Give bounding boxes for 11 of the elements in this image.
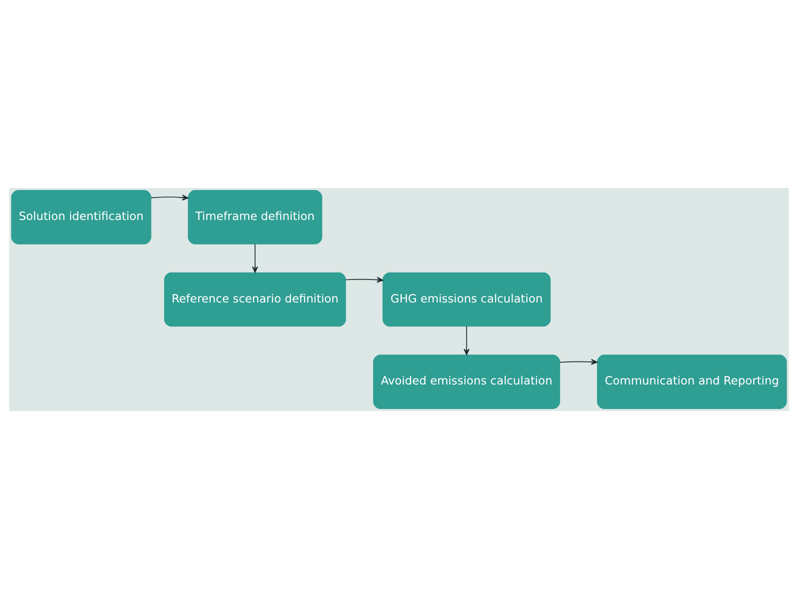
arrow bbox=[558, 358, 597, 364]
arrow bbox=[463, 326, 470, 355]
arrow bbox=[344, 276, 383, 282]
node-box: Communication and Reporting bbox=[596, 354, 786, 408]
node-box: Solution identification bbox=[10, 190, 151, 244]
node-box: Avoided emissions calculation bbox=[372, 354, 560, 408]
arrow bbox=[150, 194, 188, 200]
node-box: Timeframe definition bbox=[187, 190, 322, 244]
arrow bbox=[252, 243, 258, 272]
node-box: GHG emissions calculation bbox=[382, 272, 550, 326]
node-box: Reference scenario definition bbox=[164, 272, 346, 326]
